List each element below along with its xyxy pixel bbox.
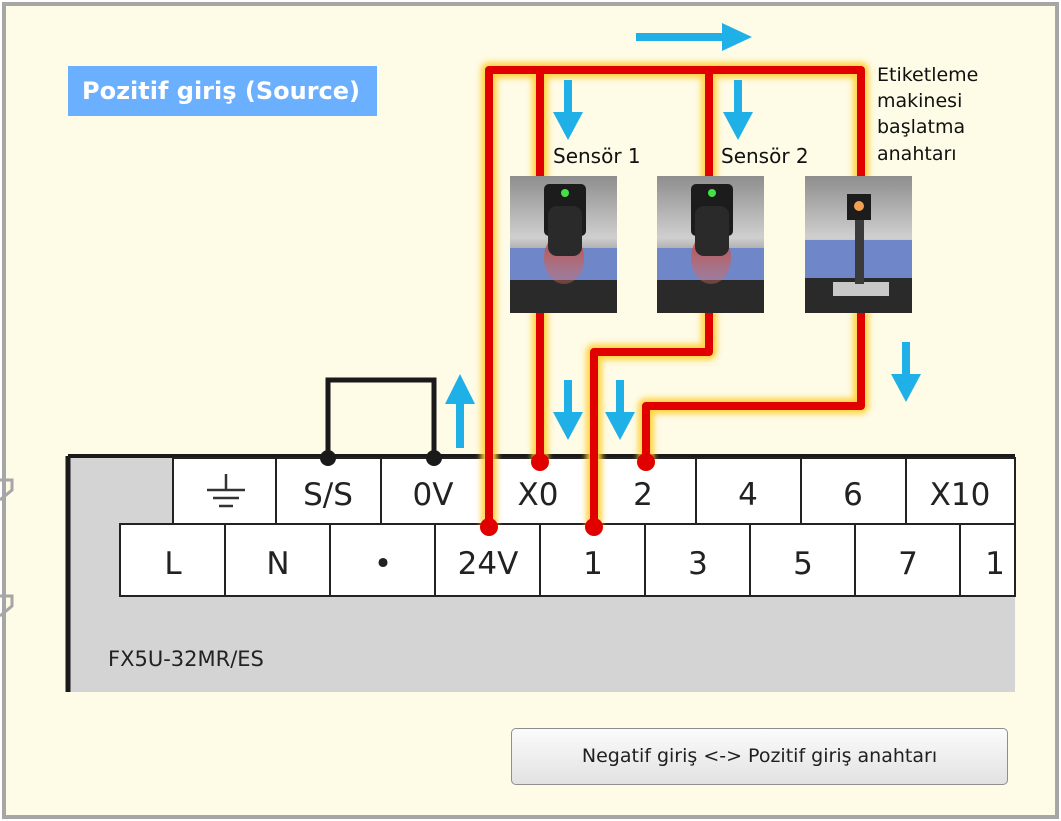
start-switch-icon: [805, 176, 912, 313]
sensor1-label: Sensör 1: [553, 144, 641, 168]
jumper-node: [320, 450, 336, 466]
terminal-7: 7: [898, 546, 918, 582]
terminal-row-bottom: L N • 24V 1 3 5 7 1: [119, 523, 1016, 597]
node-24v: [480, 518, 498, 536]
svg-text:anahtarı: anahtarı: [877, 143, 957, 165]
svg-text:makinesi: makinesi: [877, 90, 962, 112]
terminal-2: 2: [633, 477, 653, 513]
node-x0: [531, 453, 549, 471]
flow-arrow-icon: [636, 23, 752, 51]
start-switch-label: Etiketleme makinesi başlatma anahtarı: [877, 64, 978, 165]
ground-icon: [207, 474, 245, 508]
terminal-1-right: 1: [985, 546, 1005, 582]
terminal-6: 6: [843, 477, 863, 513]
panel-notch: [0, 594, 14, 618]
panel-notch: [0, 478, 14, 502]
wire-switch-input2: [642, 312, 865, 462]
terminal-l: L: [164, 546, 182, 582]
svg-text:Etiketleme: Etiketleme: [877, 64, 978, 86]
svg-text:başlatma: başlatma: [877, 116, 965, 138]
wire-sensor2-input1: [590, 312, 713, 527]
terminal-x0: X0: [518, 477, 559, 513]
jumper-wire: [325, 377, 437, 458]
terminal-3: 3: [688, 546, 708, 582]
node-2: [637, 453, 655, 471]
terminal-0v: 0V: [413, 477, 454, 513]
node-1: [585, 518, 603, 536]
sensor2-label: Sensör 2: [721, 144, 809, 168]
mode-title-badge: Pozitif giriş (Source): [68, 66, 377, 116]
terminal-n: N: [266, 546, 289, 582]
mode-switch-button[interactable]: Negatif giriş <-> Pozitif giriş anahtarı: [511, 728, 1008, 785]
terminal-x10: X10: [930, 477, 991, 513]
terminal-5: 5: [793, 546, 813, 582]
flow-arrow-icon: [445, 374, 475, 448]
terminal-4: 4: [738, 477, 758, 513]
plc-model-label: FX5U-32MR/ES: [108, 647, 264, 671]
terminal-dot: •: [374, 546, 392, 582]
photoelectric-sensor-icon: [657, 176, 764, 313]
terminal-24v: 24V: [458, 546, 519, 582]
jumper-node: [426, 450, 442, 466]
terminal-1: 1: [583, 546, 603, 582]
terminal-ss: S/S: [303, 477, 353, 513]
photoelectric-sensor-icon: [510, 176, 617, 313]
